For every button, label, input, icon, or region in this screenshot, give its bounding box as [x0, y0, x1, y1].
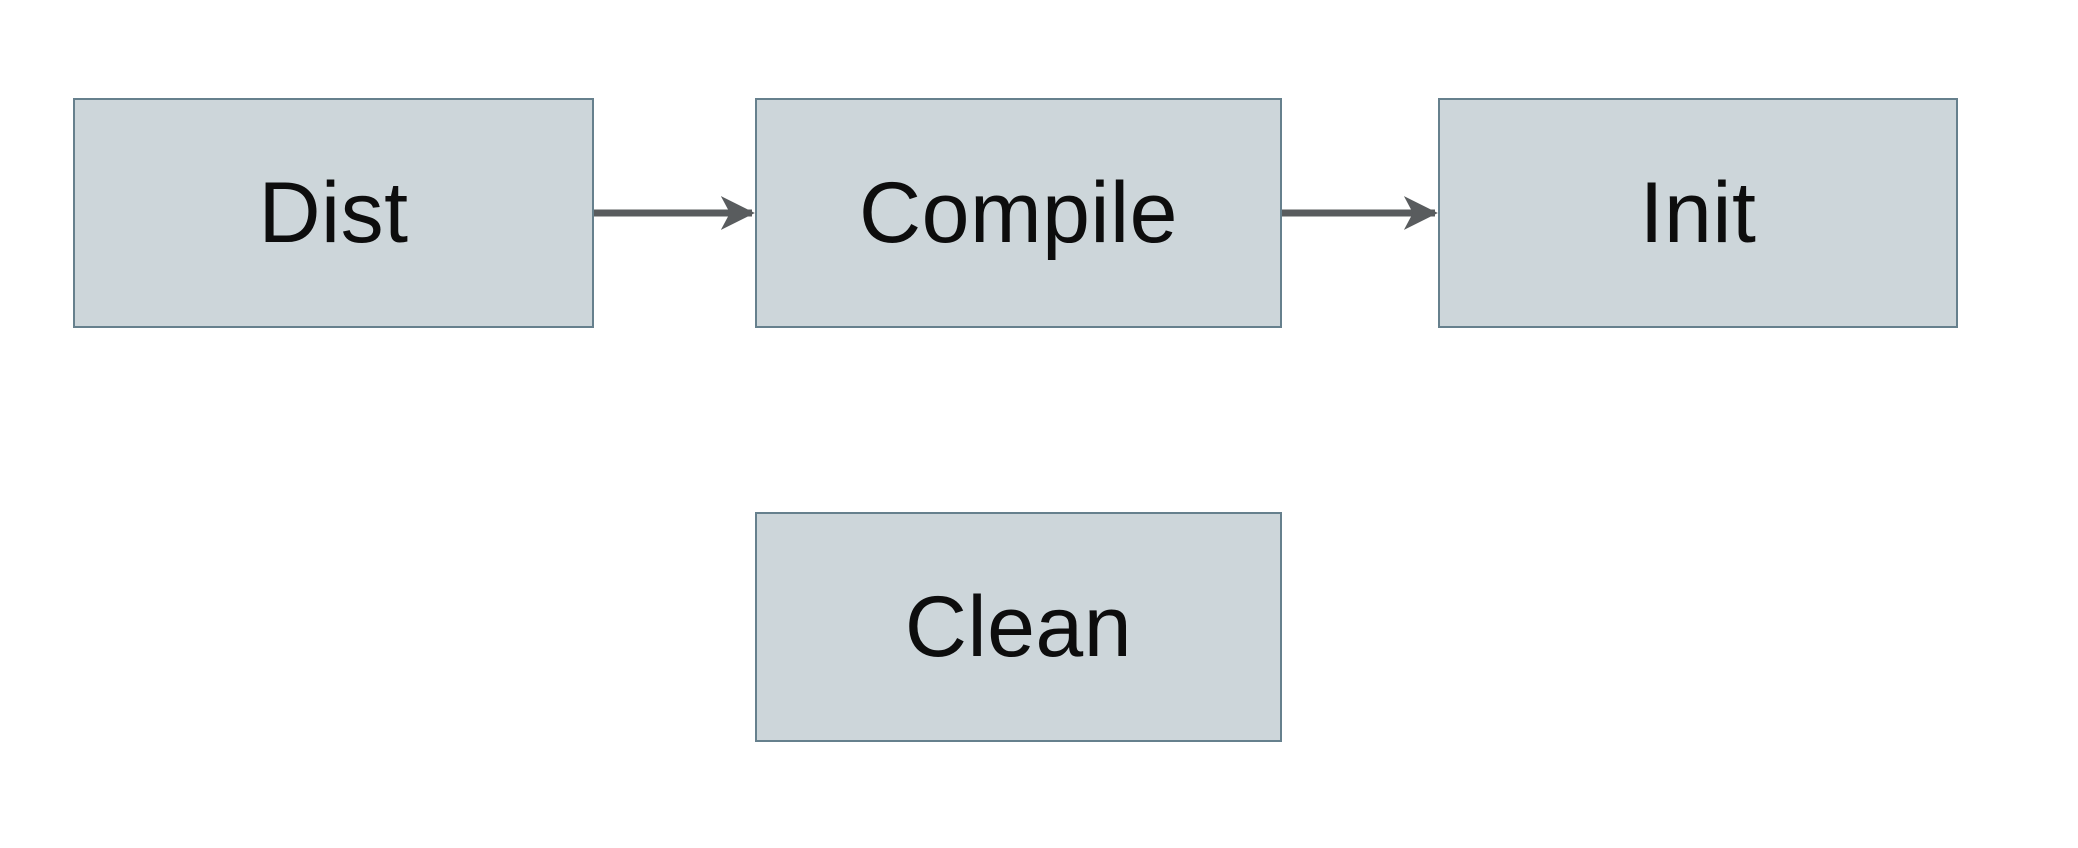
- node-compile[interactable]: Compile: [755, 98, 1282, 328]
- node-clean-label: Clean: [904, 579, 1133, 675]
- node-init-label: Init: [1639, 165, 1757, 261]
- node-clean[interactable]: Clean: [755, 512, 1282, 742]
- node-dist-label: Dist: [258, 165, 409, 261]
- node-compile-label: Compile: [859, 165, 1178, 261]
- node-init[interactable]: Init: [1438, 98, 1958, 328]
- node-dist[interactable]: Dist: [73, 98, 594, 328]
